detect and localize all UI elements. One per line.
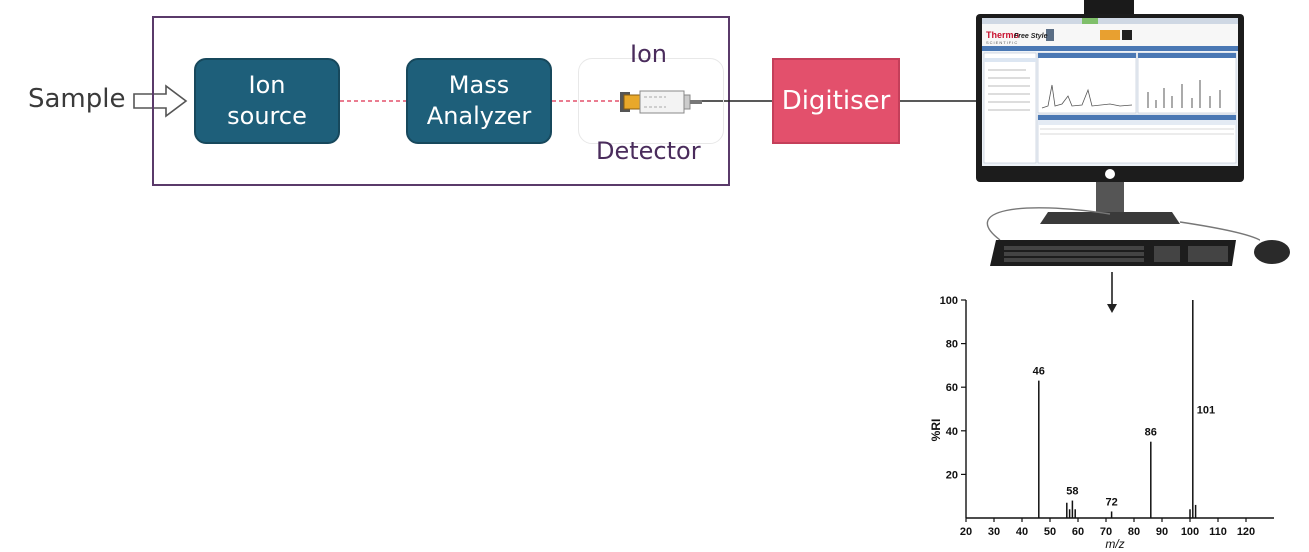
detector-label-top: Ion: [630, 40, 667, 68]
x-tick-label: 40: [1016, 526, 1028, 538]
peak-label-86: 86: [1145, 427, 1157, 439]
y-axis-label: %RI: [930, 419, 943, 442]
peak-label-58: 58: [1066, 486, 1078, 498]
y-tick-label: 80: [946, 339, 958, 351]
x-tick-label: 110: [1209, 526, 1227, 538]
y-tick-label: 40: [946, 426, 958, 438]
sample-label: Sample: [28, 84, 126, 114]
mass-spectrum-chart: 20 40 60 80 100 20 30 40 50 60 70 80 90 100 110 120 46…: [930, 295, 1274, 551]
y-tick-label: 60: [946, 382, 958, 394]
y-tick-label: 100: [940, 295, 958, 307]
chart-axes: [965, 300, 1274, 519]
ion-source-block: Ion source: [194, 58, 340, 144]
x-tick-label: 90: [1156, 526, 1168, 538]
x-tick-label: 80: [1128, 526, 1140, 538]
sample-arrow-icon: [133, 84, 188, 118]
peak-label-72: 72: [1105, 496, 1117, 508]
computer-illustration: [976, 0, 1260, 266]
peak-label-46: 46: [1033, 366, 1045, 378]
y-ticks: 20 40 60 80 100: [940, 295, 966, 481]
x-tick-label: 120: [1237, 526, 1255, 538]
mass-analyzer-label-2: Analyzer: [426, 102, 532, 130]
peak-labels: 46 58 72 86 101: [1033, 366, 1215, 509]
x-tick-label: 100: [1181, 526, 1199, 538]
x-tick-label: 50: [1044, 526, 1056, 538]
x-tick-label: 60: [1072, 526, 1084, 538]
detector-block: [578, 58, 724, 144]
mouse-icon: [1254, 240, 1290, 264]
digitiser-block: Digitiser: [772, 58, 900, 144]
x-tick-label: 30: [988, 526, 1000, 538]
mass-analyzer-block: Mass Analyzer: [406, 58, 552, 144]
x-axis-label: m/z: [1105, 537, 1124, 551]
output-arrow-head-icon: [1107, 304, 1117, 313]
screen-logo: Thermo: [986, 30, 1020, 40]
detector-label-bottom: Detector: [596, 137, 701, 165]
y-tick-label: 20: [946, 469, 958, 481]
screen-logo-sub: SCIENTIFIC: [986, 40, 1019, 45]
ion-source-label-2: source: [227, 102, 307, 130]
ion-source-label-1: Ion: [248, 71, 286, 99]
peak-label-101: 101: [1197, 404, 1215, 416]
mass-analyzer-label-1: Mass: [448, 71, 510, 99]
x-tick-label: 20: [960, 526, 972, 538]
screen-app-name: Free Style: [1014, 33, 1048, 40]
detector-device-icon: [620, 90, 702, 114]
x-tick-label: 70: [1100, 526, 1112, 538]
x-ticks: 20 30 40 50 60 70 80 90 100 110 120: [960, 518, 1255, 538]
peaks: [1038, 300, 1197, 518]
